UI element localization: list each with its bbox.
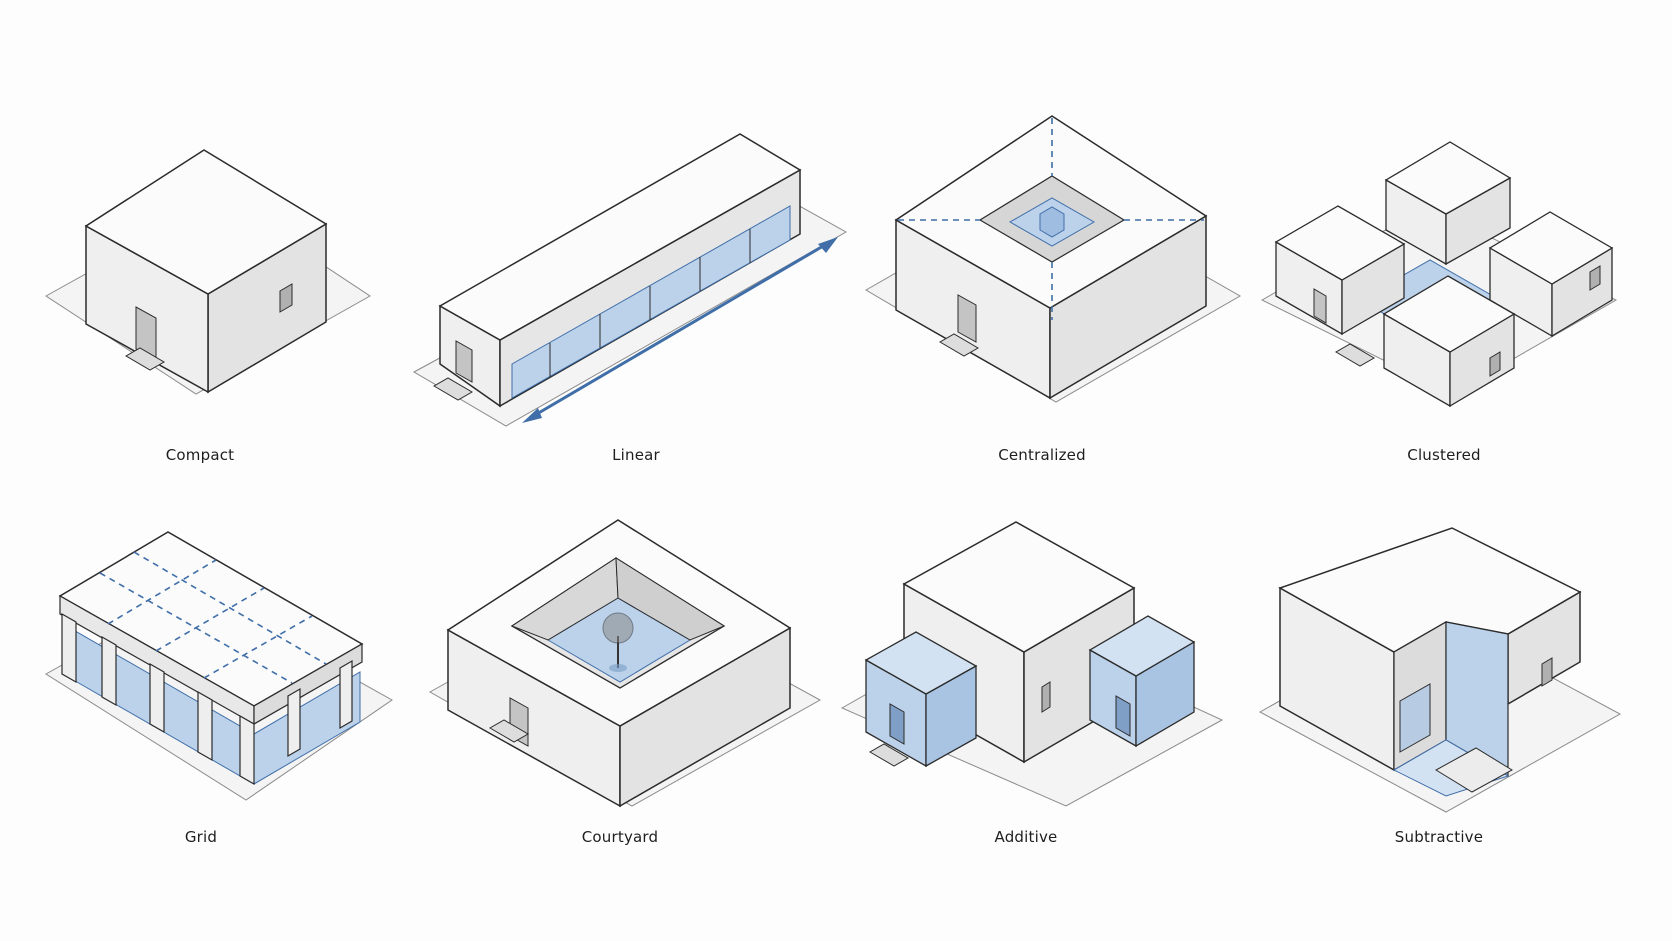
- courtyard-diagram: [430, 520, 820, 806]
- clustered-diagram: [1262, 142, 1616, 406]
- compact-diagram: [46, 150, 370, 394]
- window: [1042, 682, 1050, 712]
- label-grid: Grid: [51, 828, 351, 846]
- subtractive-diagram: [1260, 528, 1620, 812]
- label-compact: Compact: [50, 446, 350, 464]
- central-core: [1040, 207, 1064, 237]
- label-linear: Linear: [486, 446, 786, 464]
- centralized-diagram: [866, 116, 1240, 402]
- label-subtractive: Subtractive: [1289, 828, 1589, 846]
- label-courtyard: Courtyard: [470, 828, 770, 846]
- grid-diagram: [46, 532, 392, 800]
- additive-diagram: [842, 522, 1222, 806]
- label-additive: Additive: [876, 828, 1176, 846]
- label-clustered: Clustered: [1294, 446, 1594, 464]
- label-centralized: Centralized: [892, 446, 1192, 464]
- linear-diagram: [414, 134, 846, 426]
